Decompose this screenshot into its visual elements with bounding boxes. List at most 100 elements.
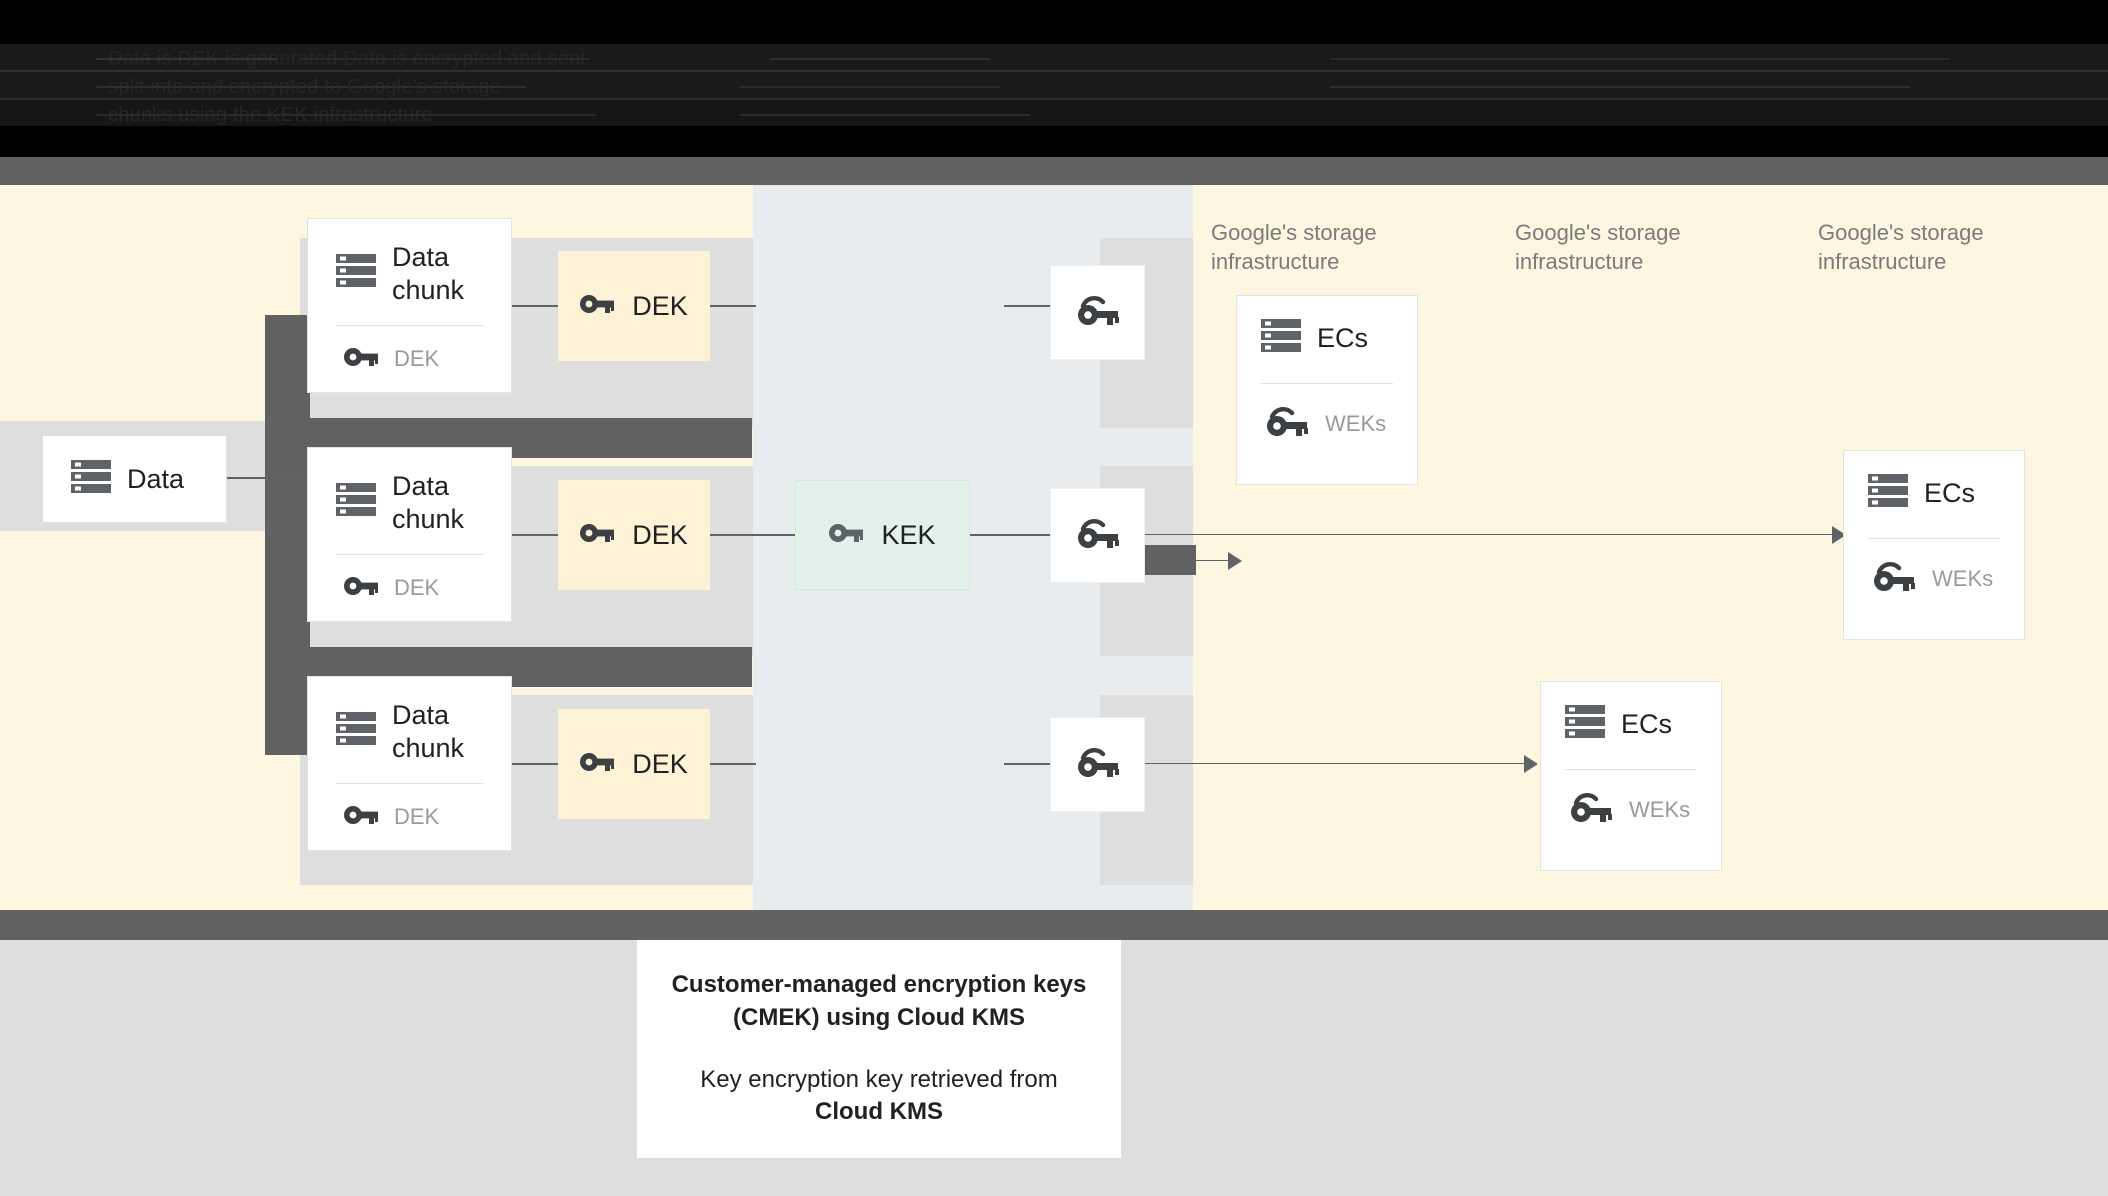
ecs-card-head: ECs bbox=[1237, 296, 1417, 359]
banner-redact-4 bbox=[1330, 58, 1950, 60]
key-icon bbox=[344, 575, 378, 602]
ecs-card-1[interactable]: ECs WEKs bbox=[1236, 295, 1418, 485]
key-icon bbox=[829, 522, 864, 549]
banner-text-layer: Data is DEK is generated Data is encrypt… bbox=[0, 0, 2108, 157]
wire-chunk3-to-dek3 bbox=[512, 763, 558, 765]
chunk-card-head: Data chunk bbox=[308, 677, 511, 765]
wire-kek-to-wrap2 bbox=[970, 534, 1050, 536]
ecs-card-3[interactable]: ECs WEKs bbox=[1540, 681, 1722, 871]
ecs-card-foot: WEKs bbox=[1237, 384, 1417, 443]
banner-redact-6 bbox=[740, 86, 1000, 88]
banner-redact-5 bbox=[96, 86, 526, 88]
wire-dek1-out bbox=[710, 305, 756, 307]
wrapped-key-icon bbox=[1076, 745, 1120, 784]
card-divider bbox=[336, 782, 483, 784]
data-chunk-card-2[interactable]: Data chunk DEK bbox=[307, 447, 512, 622]
chunk-card-title: Data chunk bbox=[392, 242, 465, 305]
cmek-caption-card: Customer-managed encryption keys (CMEK) … bbox=[637, 940, 1121, 1158]
banner-redact-7 bbox=[1330, 86, 1910, 88]
wrapped-key-icon bbox=[1569, 790, 1613, 829]
wrapped-key-icon bbox=[1872, 559, 1916, 598]
dek-chip-3[interactable]: DEK bbox=[558, 709, 710, 819]
banner-redact-9 bbox=[740, 114, 1030, 116]
chunk-card-key-label: DEK bbox=[394, 346, 440, 372]
arrow-head-to-ecs-2 bbox=[1832, 526, 1846, 544]
chunk-card-key-label: DEK bbox=[394, 804, 440, 830]
kek-chip-label: KEK bbox=[881, 519, 936, 550]
banner-rule-2 bbox=[0, 98, 2108, 100]
wire-chunk2-to-dek2 bbox=[512, 534, 558, 536]
banner-redact-1 bbox=[96, 58, 276, 60]
banner-redact-8 bbox=[96, 114, 596, 116]
caption-subtitle-strong: Cloud KMS bbox=[815, 1098, 943, 1126]
chunk-card-head: Data chunk bbox=[308, 219, 511, 307]
arrow-line-to-ecs-2 bbox=[1145, 534, 1845, 535]
ecs-card-title: ECs bbox=[1924, 478, 1976, 509]
arrow-head-to-ecs-3 bbox=[1524, 755, 1538, 773]
ecs-card-key-label: WEKs bbox=[1932, 565, 1994, 591]
wrapped-key-icon bbox=[1076, 293, 1120, 332]
key-icon bbox=[580, 751, 615, 778]
ecs-card-key-label: WEKs bbox=[1325, 410, 1387, 436]
server-icon bbox=[1261, 318, 1301, 359]
kek-chip[interactable]: KEK bbox=[795, 480, 970, 590]
dek-chip-2[interactable]: DEK bbox=[558, 480, 710, 590]
encryption-flow-diagram: Data Data chunk DEK Data chunk bbox=[0, 185, 2108, 910]
server-icon bbox=[336, 253, 376, 294]
ecs-card-foot: WEKs bbox=[1844, 539, 2024, 598]
wrapped-key-chip-1[interactable] bbox=[1050, 265, 1145, 360]
infra-label-3: Google's storage infrastructure bbox=[1818, 220, 1984, 275]
key-icon bbox=[344, 804, 378, 831]
dek-chip-label: DEK bbox=[632, 290, 688, 321]
wrapped-key-chip-3[interactable] bbox=[1050, 717, 1145, 812]
obscured-header-banner: Data is DEK is generated Data is encrypt… bbox=[0, 0, 2108, 157]
ecs-card-head: ECs bbox=[1541, 682, 1721, 745]
ecs-card-2[interactable]: ECs WEKs bbox=[1843, 450, 2025, 640]
arrow-line-to-ecs-1 bbox=[1145, 560, 1235, 561]
dek-chip-label: DEK bbox=[632, 519, 688, 550]
card-divider bbox=[1261, 383, 1393, 384]
wire-into-wrap3 bbox=[1004, 763, 1050, 765]
banner-redact-2 bbox=[300, 58, 590, 60]
data-chunk-card-1[interactable]: Data chunk DEK bbox=[307, 218, 512, 393]
ecs-card-key-label: WEKs bbox=[1629, 796, 1691, 822]
caption-subtitle-prefix: Key encryption key retrieved from bbox=[700, 1066, 1058, 1093]
infra-label-1: Google's storage infrastructure bbox=[1211, 220, 1377, 275]
banner-redact-3 bbox=[770, 58, 990, 60]
chunk-card-foot: DEK bbox=[308, 784, 511, 831]
chunk-card-foot: DEK bbox=[308, 555, 511, 602]
server-icon bbox=[71, 459, 111, 500]
server-icon bbox=[336, 482, 376, 523]
fanout-spine bbox=[265, 315, 310, 755]
chunk-card-key-label: DEK bbox=[394, 575, 440, 601]
wrapped-key-icon bbox=[1076, 516, 1120, 555]
banner-band-2 bbox=[0, 72, 2108, 98]
ecs-card-head: ECs bbox=[1844, 451, 2024, 514]
key-icon bbox=[344, 346, 378, 373]
card-divider bbox=[1565, 769, 1697, 770]
banner-rule-1 bbox=[0, 70, 2108, 72]
wrapped-key-icon bbox=[1265, 404, 1309, 443]
chunk-card-foot: DEK bbox=[308, 326, 511, 373]
arrow-head-to-ecs-1 bbox=[1228, 552, 1242, 570]
infra-label-2: Google's storage infrastructure bbox=[1515, 220, 1681, 275]
key-icon bbox=[580, 293, 615, 320]
ecs-card-title: ECs bbox=[1621, 709, 1673, 740]
ecs-card-title: ECs bbox=[1317, 323, 1369, 354]
chunk-card-title: Data chunk bbox=[392, 471, 465, 534]
card-divider bbox=[336, 324, 483, 326]
data-source-card[interactable]: Data bbox=[42, 435, 227, 523]
wrapped-key-chip-2[interactable] bbox=[1050, 488, 1145, 583]
wire-into-wrap1 bbox=[1004, 305, 1050, 307]
wire-dek3-out bbox=[710, 763, 756, 765]
arrow-line-to-ecs-3 bbox=[1145, 763, 1535, 764]
dek-chip-label: DEK bbox=[632, 748, 688, 779]
dek-chip-1[interactable]: DEK bbox=[558, 251, 710, 361]
banner-band-3 bbox=[0, 100, 2108, 126]
chunk-card-title: Data chunk bbox=[392, 700, 465, 763]
chunk-card-head: Data chunk bbox=[308, 448, 511, 536]
card-divider bbox=[336, 553, 483, 555]
data-chunk-card-3[interactable]: Data chunk DEK bbox=[307, 676, 512, 851]
caption-subtitle: Key encryption key retrieved from Cloud … bbox=[667, 1064, 1091, 1129]
server-icon bbox=[1868, 473, 1908, 514]
